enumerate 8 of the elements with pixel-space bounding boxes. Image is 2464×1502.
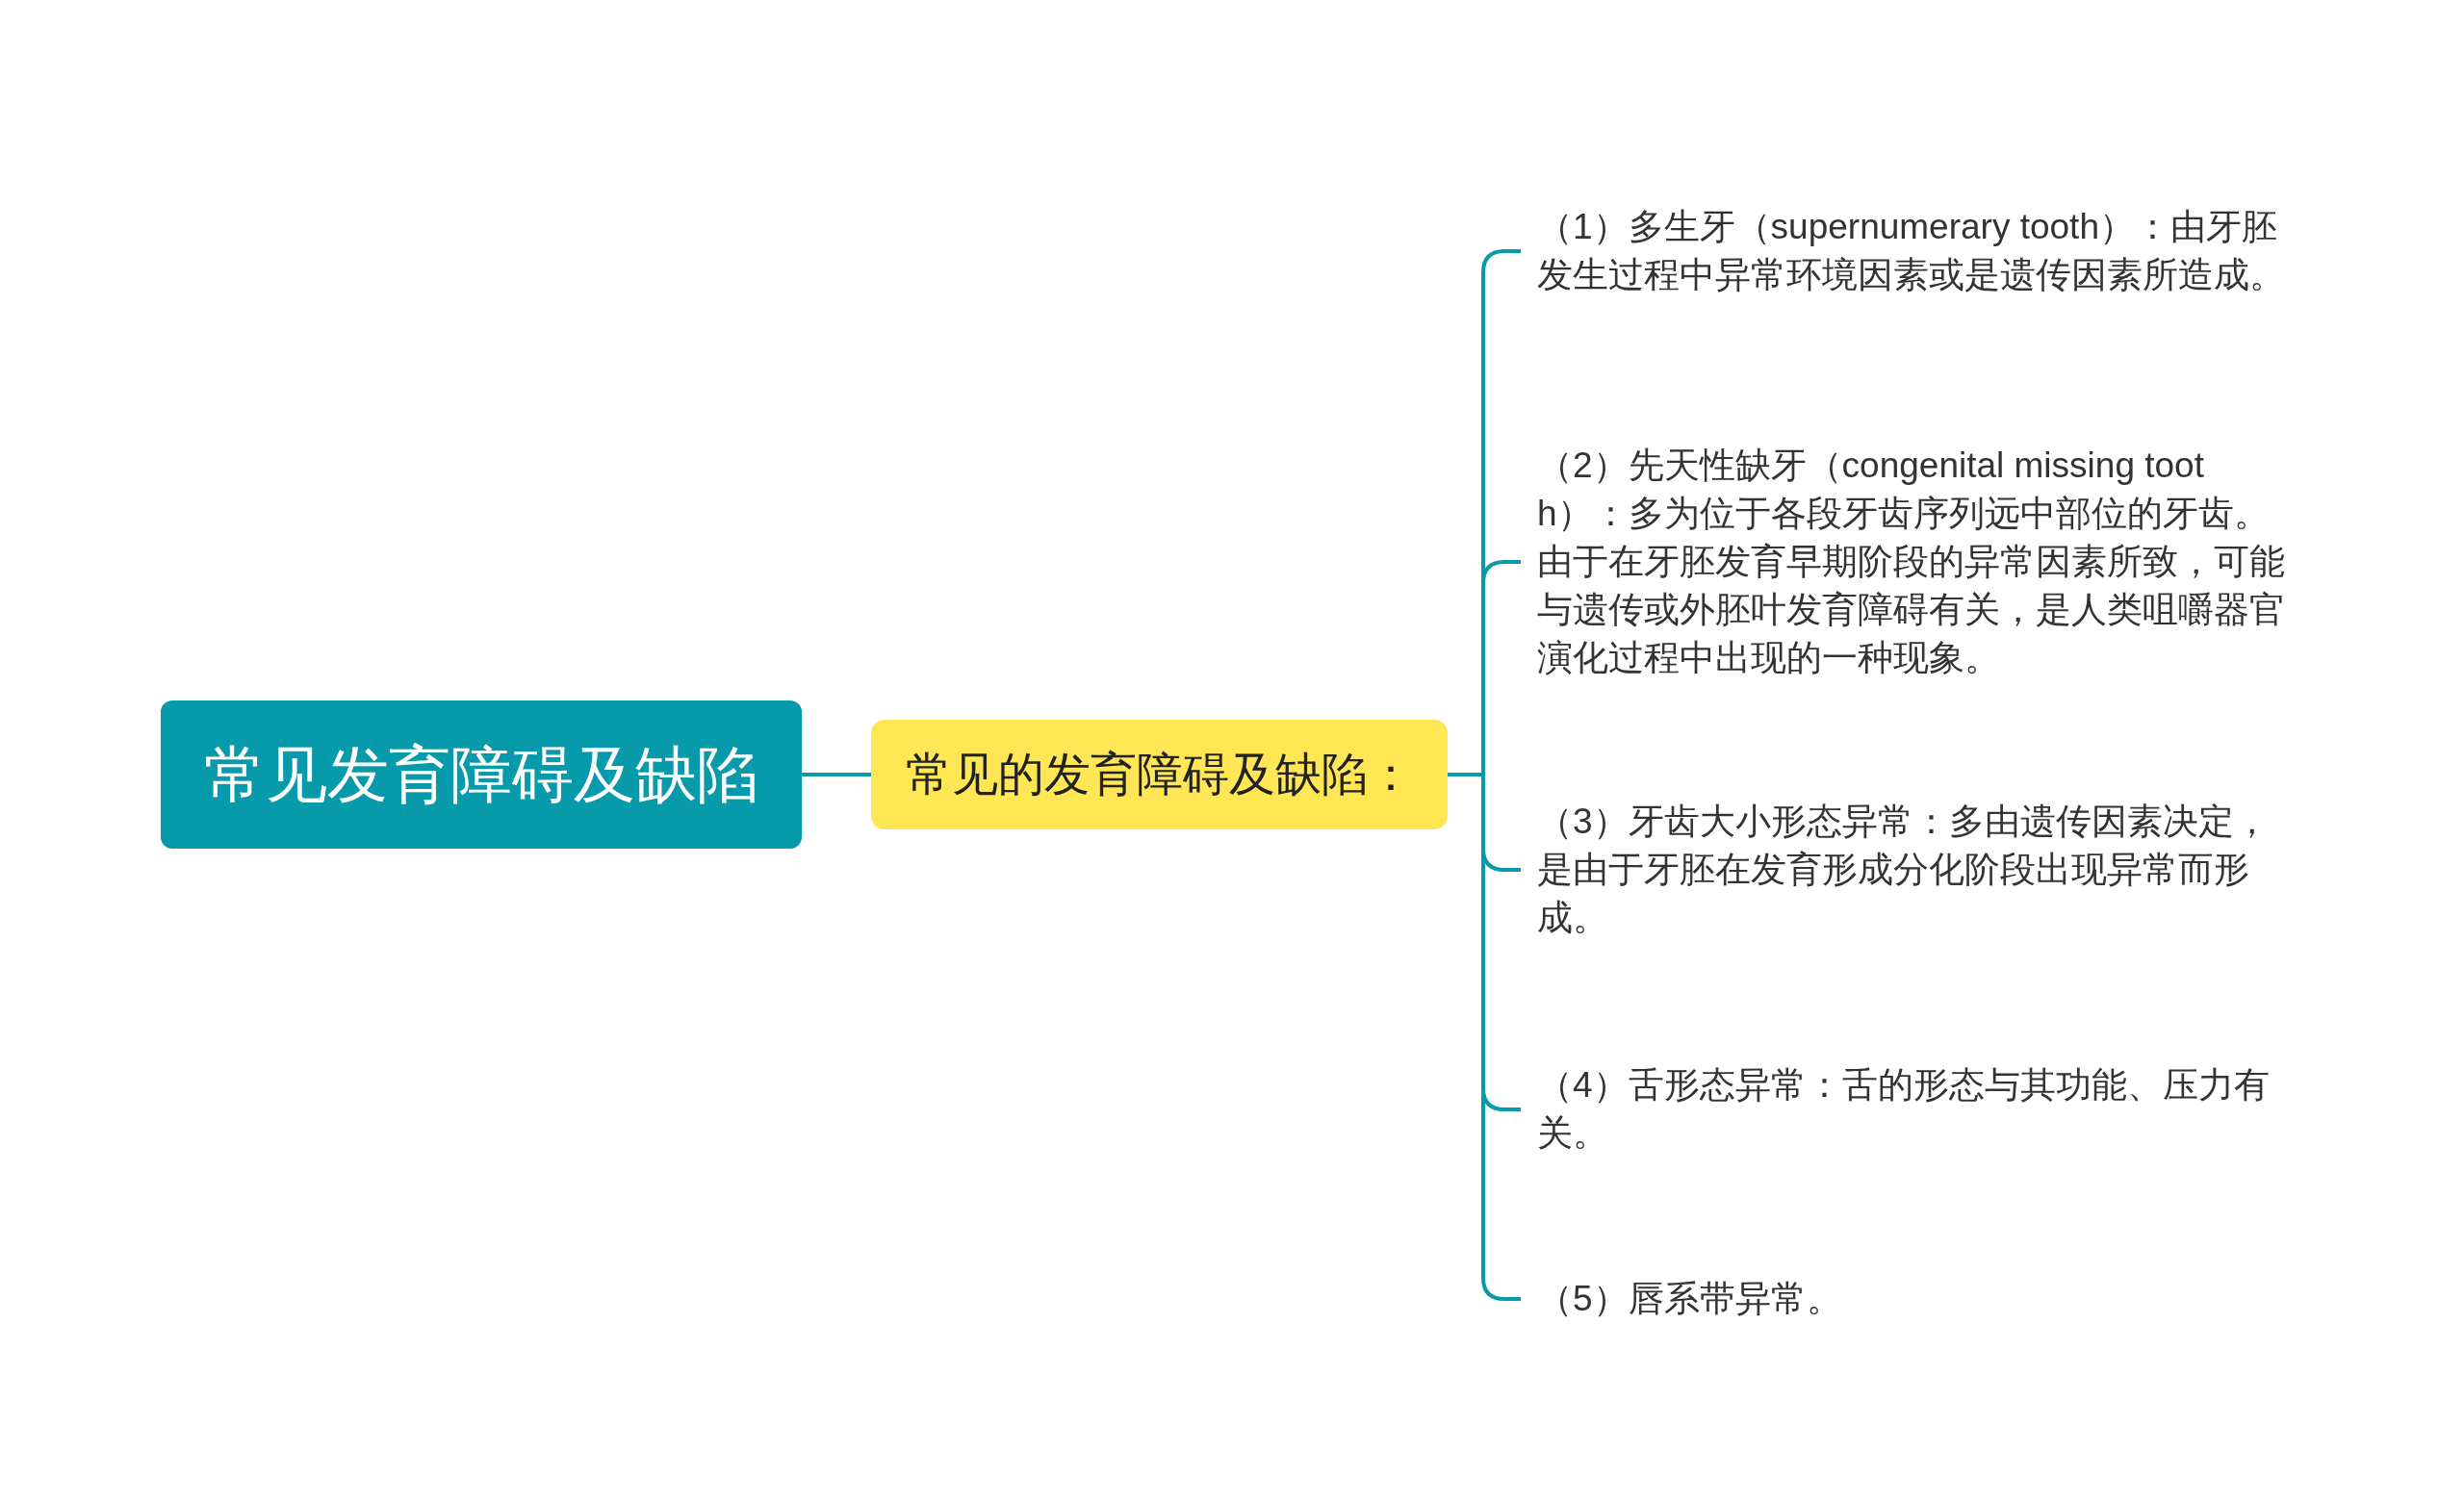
- subtopic-text: （1）多生牙（supernumerary tooth）：由牙胚发生过程中异常环境因素或是遗传因素所造成。: [1521, 203, 2291, 299]
- subtopic-text: （4）舌形态异常：舌的形态与其功能、压力有关。: [1521, 1061, 2291, 1158]
- subtopic-text: （3）牙齿大小形态异常：多由遗传因素决定，是由于牙胚在发育形成分化阶段出现异常而形成。: [1521, 798, 2291, 942]
- subtopic-text: （5）唇系带异常。: [1521, 1275, 2291, 1323]
- topic-box: 常见的发育障碍及缺陷：: [871, 720, 1448, 829]
- central-topic-box: 常见发育障碍及缺陷: [161, 700, 802, 849]
- connector-line: [802, 773, 871, 776]
- subtopic-text: （2）先天性缺牙（congenital missing tooth）：多为位于各段牙齿序列远中部位的牙齿。由于在牙胚发育早期阶段的异常因素所致，可能与遗传或外胚叶发育障碍有关，是人类咀嚼器官演化过程中出现的一种现象。: [1521, 442, 2291, 682]
